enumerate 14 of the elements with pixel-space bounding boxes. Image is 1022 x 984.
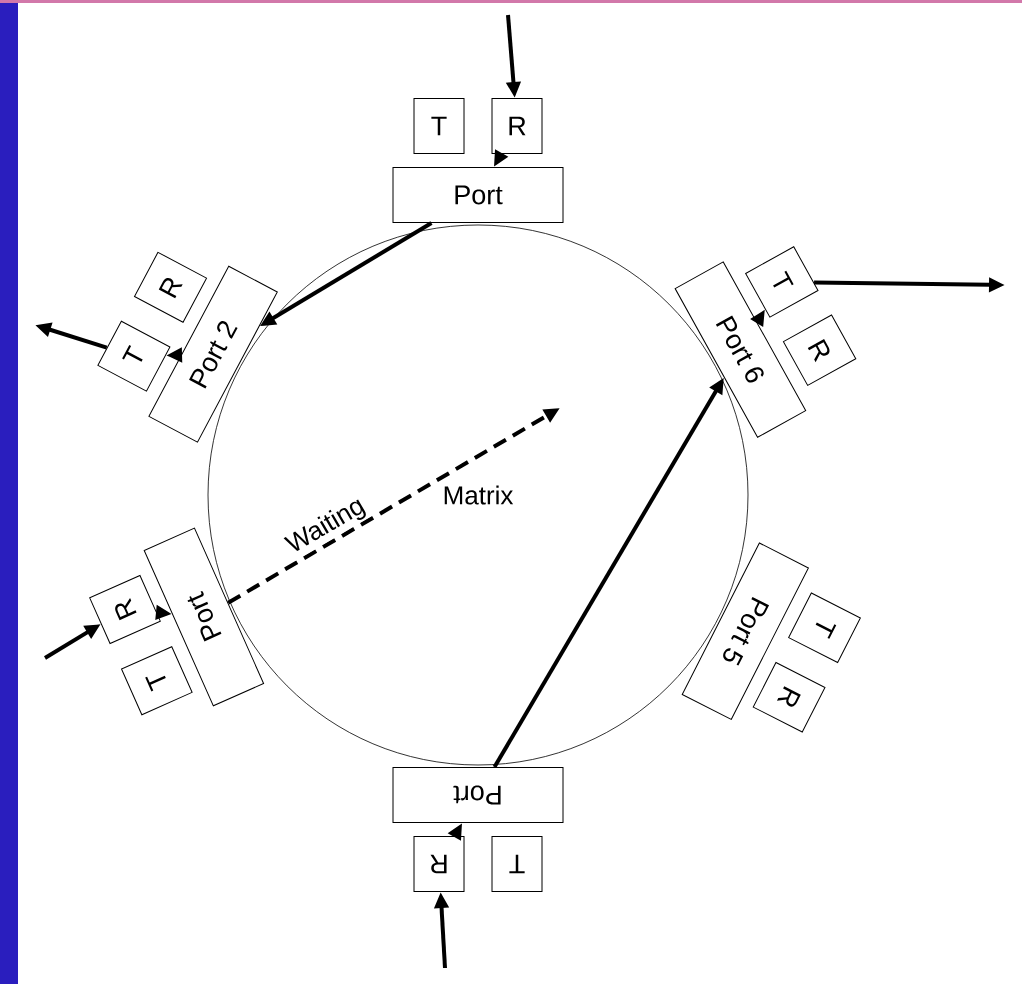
tr-box: T <box>745 246 819 318</box>
port-box: Port <box>392 167 564 223</box>
tr-box: R <box>89 574 161 644</box>
port-box: Port <box>392 767 564 823</box>
tr-box: T <box>491 836 543 892</box>
tr-box: R <box>413 836 465 892</box>
tr-box: R <box>782 314 857 386</box>
tr-box: T <box>97 320 171 392</box>
tr-box: R <box>752 662 826 733</box>
tr-box: T <box>788 592 861 664</box>
tr-box: R <box>491 98 543 154</box>
tr-box: T <box>121 646 193 716</box>
tr-box: T <box>413 98 465 154</box>
tr-box: R <box>134 251 208 323</box>
